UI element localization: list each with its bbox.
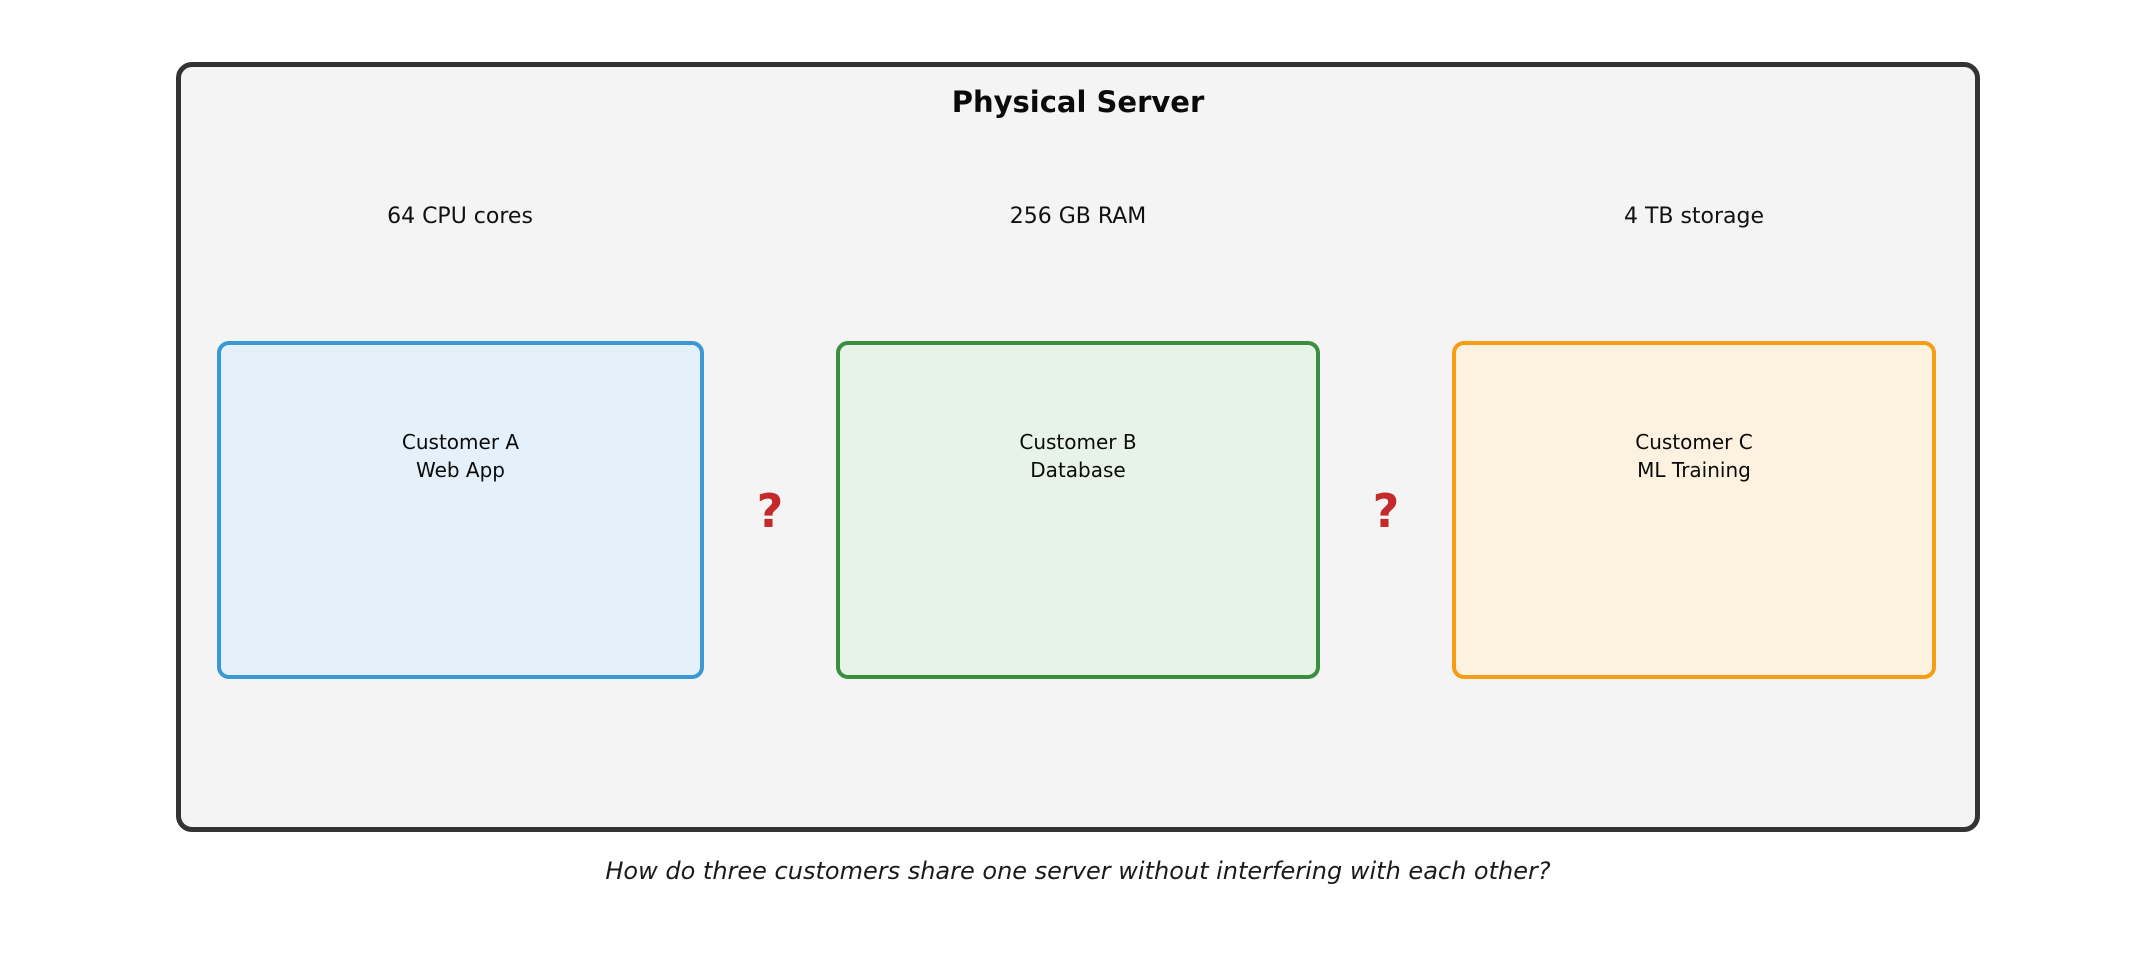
customer-b-box: Customer B Database [836, 341, 1320, 679]
resource-label-ram: 256 GB RAM [1009, 204, 1147, 229]
customer-a-workload: Web App [415, 458, 506, 482]
figure-caption: How do three customers share one server … [605, 857, 1551, 885]
question-mark-between-b-c: ? [1372, 484, 1400, 538]
server-title: Physical Server [951, 85, 1205, 119]
customer-a-box: Customer A Web App [217, 341, 704, 679]
resource-label-storage: 4 TB storage [1623, 204, 1765, 229]
customer-c-name: Customer C [1635, 430, 1753, 454]
resource-label-cpu: 64 CPU cores [387, 204, 533, 229]
customer-c-workload: ML Training [1637, 458, 1751, 482]
customer-b-name: Customer B [1019, 430, 1137, 454]
customer-c-box: Customer C ML Training [1452, 341, 1936, 679]
physical-server-box: Physical Server 64 CPU cores 256 GB RAM … [176, 62, 1980, 832]
customer-a-name: Customer A [401, 430, 520, 454]
customer-b-workload: Database [1030, 458, 1126, 482]
question-mark-between-a-b: ? [756, 484, 784, 538]
